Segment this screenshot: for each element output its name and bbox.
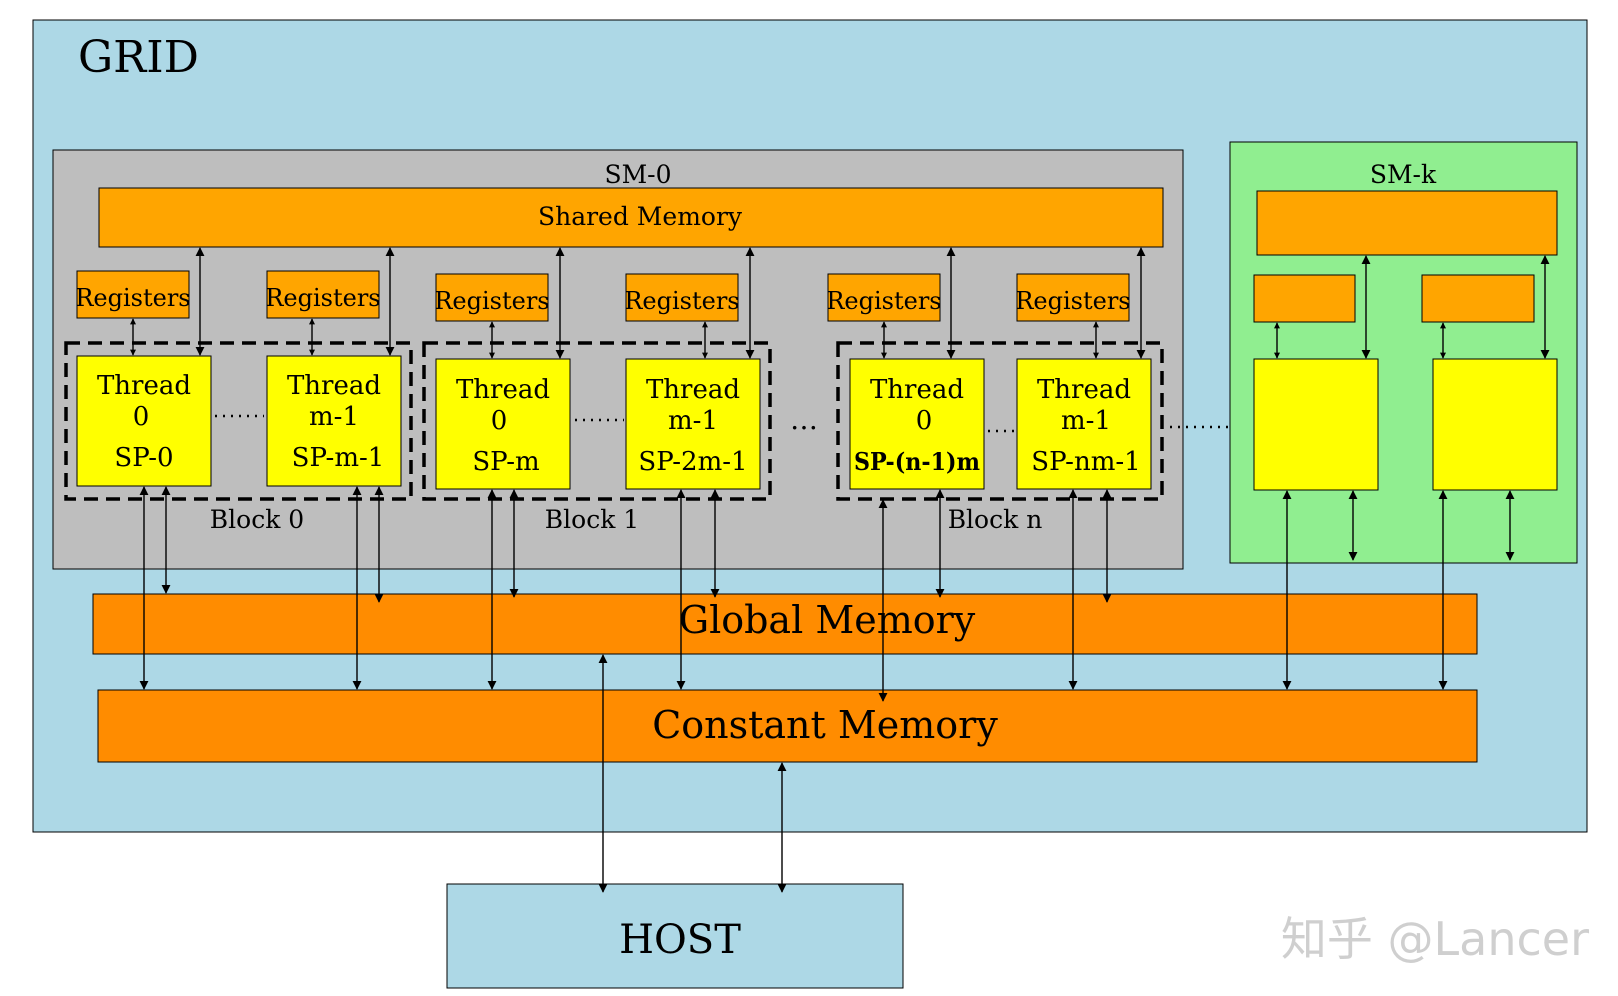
thread-index: 0: [916, 406, 933, 436]
constant-memory-label: Constant Memory: [652, 703, 998, 747]
registers-label: Registers: [75, 284, 190, 312]
thread-title: Thread: [287, 371, 381, 401]
smk-registers: [1253, 274, 1356, 323]
global-memory: [92, 593, 1478, 655]
thread-title: Thread: [870, 375, 964, 405]
registers-box: [827, 273, 941, 322]
thread-box: Thread 0 SP-(n-1)m: [849, 358, 985, 490]
block-ellipsis: …: [790, 403, 818, 436]
watermark: 知乎 @Lancer: [1281, 912, 1589, 966]
thread-index: m-1: [668, 406, 718, 436]
registers-label: Registers: [1015, 287, 1130, 315]
registers-box: [435, 273, 549, 322]
smk-thread: [1253, 358, 1379, 491]
registers-box: [76, 270, 190, 319]
block-outline: [836, 341, 1164, 501]
arrows: [130, 247, 1550, 893]
thread-sp: SP-m-1: [292, 443, 385, 473]
smk-shared-memory: [1256, 190, 1558, 256]
thread-sp: SP-2m-1: [638, 447, 747, 477]
registers-box: [625, 273, 739, 322]
registers-label: Registers: [434, 287, 549, 315]
thread-box: Thread m-1 SP-nm-1: [1016, 358, 1152, 490]
thread-index: 0: [491, 406, 508, 436]
thread-sp: SP-nm-1: [1031, 447, 1140, 477]
registers-label: Registers: [265, 284, 380, 312]
host-box: [446, 883, 904, 989]
smk-thread: [1432, 358, 1558, 491]
thread-title: Thread: [97, 371, 191, 401]
thread-title: Thread: [646, 375, 740, 405]
shared-memory: [98, 187, 1164, 248]
thread-sp: SP-m: [472, 447, 539, 477]
thread-title: Thread: [1037, 375, 1131, 405]
registers-label: Registers: [624, 287, 739, 315]
shared-memory-label: Shared Memory: [538, 202, 743, 231]
thread-index: m-1: [1061, 406, 1111, 436]
host-label: HOST: [619, 917, 741, 963]
block-outline: [422, 341, 772, 501]
registers-box: [1016, 273, 1130, 322]
global-memory-label: Global Memory: [679, 598, 976, 642]
smk-label: SM-k: [1370, 160, 1437, 189]
thread-box: Thread m-1 SP-m-1: [266, 355, 402, 487]
thread-index: 0: [133, 402, 150, 432]
block-label: Block n: [948, 505, 1043, 534]
constant-memory: [97, 689, 1478, 763]
thread-sp: SP-(n-1)m: [854, 447, 980, 476]
thread-box: Thread m-1 SP-2m-1: [625, 358, 761, 490]
sm0-label: SM-0: [604, 160, 671, 189]
block-label: Block 1: [545, 505, 639, 534]
registers-box: [266, 270, 380, 319]
block-outline: [64, 341, 413, 501]
thread-index: m-1: [309, 402, 359, 432]
thread-box: Thread 0 SP-0: [76, 355, 212, 487]
smk-registers: [1421, 274, 1535, 323]
grid-label: GRID: [78, 32, 199, 83]
registers-label: Registers: [826, 287, 941, 315]
thread-title: Thread: [456, 375, 550, 405]
block-label: Block 0: [210, 505, 304, 534]
thread-box: Thread 0 SP-m: [435, 358, 571, 490]
thread-sp: SP-0: [114, 443, 173, 473]
